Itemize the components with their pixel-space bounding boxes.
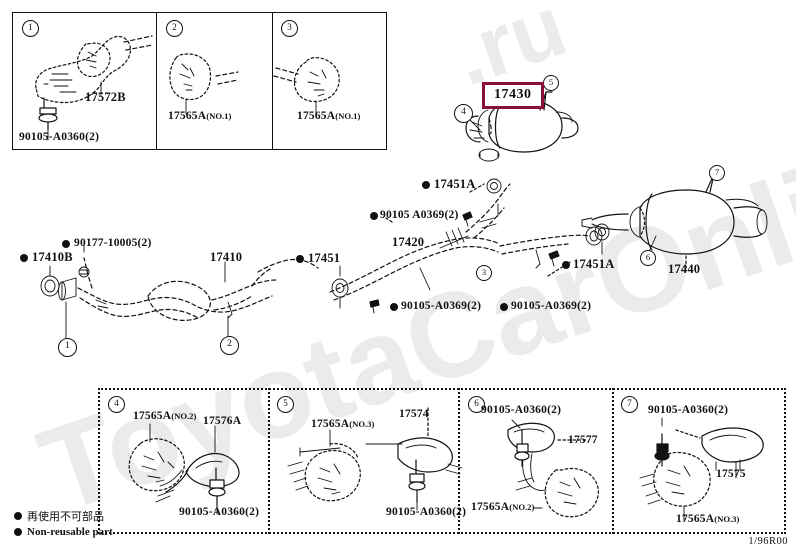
panel-callout-3[interactable]: 3 <box>281 20 298 37</box>
main-label-90105-A0369-lower-left: 90105-A0369(2) <box>401 300 482 312</box>
bullet-90177-10005 <box>62 240 70 248</box>
main-label-90105-A0369-upper: 90105 A0369(2) <box>380 209 459 221</box>
panel7-label-17565A: 17565A(NO.3) <box>676 513 740 525</box>
legend-item-jp: 再使用不可部品 <box>14 508 113 524</box>
main-label-17451: 17451 <box>308 251 341 265</box>
bottom-panel-group <box>98 388 786 534</box>
main-label-17410B: 17410B <box>32 250 73 264</box>
legend-label-en: Non-reusable part <box>27 526 113 538</box>
panel-callout-2[interactable]: 2 <box>166 20 183 37</box>
panel-callout-6[interactable]: 6 <box>468 396 485 413</box>
bullet-17451A-right <box>562 261 570 269</box>
panel-callout-4[interactable]: 4 <box>108 396 125 413</box>
panel3-label-suffix: (NO.1) <box>335 111 361 121</box>
legend-item-en: Non-reusable part <box>14 526 113 538</box>
legend: 再使用不可部品 Non-reusable part <box>14 508 113 540</box>
panel3-label-17565A: 17565A(NO.1) <box>297 110 361 122</box>
main-label-90105-A0369-lower-right: 90105-A0369(2) <box>511 300 592 312</box>
main-callout-2[interactable]: 2 <box>220 336 239 355</box>
main-callout-6[interactable]: 6 <box>640 250 656 266</box>
panel-callout-1[interactable]: 1 <box>22 20 39 37</box>
bullet-90105-A0369-lower-right <box>500 303 508 311</box>
bottom-panel-divider-2 <box>458 388 460 534</box>
main-label-90177-10005: 90177-10005(2) <box>74 237 152 249</box>
panel1-label-bolt: 90105-A0360(2) <box>19 131 100 143</box>
main-callout-3[interactable]: 3 <box>476 265 492 281</box>
bottom-panel-divider-3 <box>612 388 614 534</box>
main-callout-4[interactable]: 4 <box>454 104 473 123</box>
top-panel-group <box>12 12 387 150</box>
panel5-label-17565A: 17565A(NO.3) <box>311 418 375 430</box>
bullet-17410B <box>20 254 28 262</box>
panel5-label-17574: 17574 <box>399 408 429 420</box>
panel2-label-17565A: 17565A(NO.1) <box>168 110 232 122</box>
panel2-label-suffix: (NO.1) <box>206 111 232 121</box>
panel7-label-suffix: (NO.3) <box>714 514 740 524</box>
panel4-label-suffix: (NO.2) <box>171 411 197 421</box>
main-label-17451A-upper: 17451A <box>434 177 476 191</box>
panel-callout-5[interactable]: 5 <box>277 396 294 413</box>
bullet-17451 <box>296 255 304 263</box>
bullet-90105-A0369-upper <box>370 212 378 220</box>
panel4-label-bolt: 90105-A0360(2) <box>179 506 260 518</box>
main-label-17410: 17410 <box>210 250 243 264</box>
legend-label-jp: 再使用不可部品 <box>27 510 104 523</box>
panel6-label-bolt: 90105-A0360(2) <box>481 404 562 416</box>
bullet-90105-A0369-lower-left <box>390 303 398 311</box>
main-callout-7[interactable]: 7 <box>709 165 725 181</box>
panel7-label-17575: 17575 <box>716 468 746 480</box>
panel6-label-17577: 17577 <box>568 434 598 446</box>
panel4-label-17576A: 17576A <box>203 415 242 427</box>
panel5-label-suffix: (NO.3) <box>349 419 375 429</box>
panel6-label-17565A: 17565A(NO.2) <box>471 501 535 513</box>
panel-callout-7[interactable]: 7 <box>621 396 638 413</box>
highlighted-part-number-17430[interactable]: 17430 <box>482 82 544 109</box>
main-muffler-17440-artwork <box>581 165 768 269</box>
panel5-label-bolt: 90105-A0360(2) <box>386 506 467 518</box>
main-center-pipe-artwork <box>329 183 603 301</box>
panel6-label-suffix: (NO.2) <box>509 502 535 512</box>
drawing-code: 1/96R00 <box>748 536 788 547</box>
panel4-label-17565A: 17565A(NO.2) <box>133 410 197 422</box>
panel1-label-17572B: 17572B <box>85 90 126 104</box>
main-gasket-rings-artwork <box>331 178 560 314</box>
top-panel-divider-1 <box>156 12 157 150</box>
main-label-17451A-right: 17451A <box>573 257 615 271</box>
filled-circle-icon <box>14 512 22 520</box>
filled-circle-icon <box>14 528 22 536</box>
main-label-17440: 17440 <box>668 262 701 276</box>
main-callout-5[interactable]: 5 <box>543 75 559 91</box>
main-label-17420: 17420 <box>392 235 425 249</box>
panel7-label-bolt: 90105-A0360(2) <box>648 404 729 416</box>
bottom-panel-divider-1 <box>268 388 270 534</box>
top-panel-divider-2 <box>272 12 273 150</box>
main-callout-1[interactable]: 1 <box>58 338 77 357</box>
bullet-17451A-upper <box>422 181 430 189</box>
main-front-pipe-artwork <box>40 241 319 339</box>
